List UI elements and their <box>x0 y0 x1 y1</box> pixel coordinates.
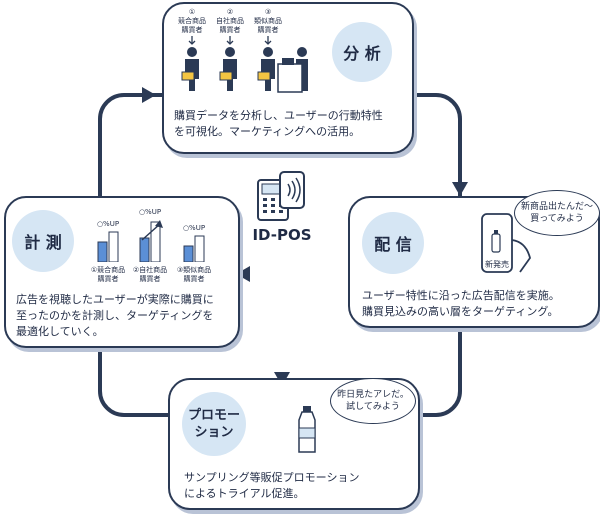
delivery-card: 配 信 新発売 新商品出たんだ～ 買ってみよう ユーザー特性に沿った広告配信を実… <box>348 190 600 328</box>
smartphone-hand-icon <box>481 213 531 273</box>
bar-2-num: ② <box>132 266 140 274</box>
delivery-desc-line1: ユーザー特性に沿った広告配信を実施。 <box>362 289 560 302</box>
buyer-group-2-line2: 購買者 <box>219 26 241 34</box>
bar-1-caption: ①競合商品 <box>86 266 130 275</box>
bar-1-shapes <box>97 231 119 262</box>
measurement-card: 計 測 ○%UP ①競合商品 購買者 ○%UP ②自社商品 購買者 ○%UP ③… <box>4 196 240 348</box>
promotion-bubble-line2: 試してみよう <box>346 402 400 412</box>
promotion-title-line2: ション <box>194 425 234 440</box>
checkout-queue-illustration <box>181 36 308 93</box>
delivery-bubble-line2: 買ってみよう <box>530 214 584 224</box>
promotion-bubble-line1: 昨日見たアレだ。 <box>337 390 409 400</box>
analysis-card: 分 析 ① 競合商品 購買者 ② 自社商品 購買者 ③ 類似商品 購買者 <box>162 2 414 154</box>
bar-3-line2: 購買者 <box>183 275 205 283</box>
new-release-label: 新発売 <box>485 260 509 269</box>
delivery-speech-bubble: 新商品出たんだ～ 買ってみよう <box>514 190 600 236</box>
analysis-desc-line1: 購買データを分析し、ユーザーの行動特性 <box>174 109 383 122</box>
analysis-desc-line2: を可視化。マーケティングへの活用。 <box>174 125 361 138</box>
arrow-to-delivery <box>452 182 468 196</box>
bar-2-shapes <box>139 220 163 262</box>
measurement-desc-line1: 広告を視聴したユーザーが実際に購買に <box>16 293 214 306</box>
id-pos-label: ID-POS <box>252 226 312 244</box>
promotion-desc-line1: サンプリング等販促プロモーション <box>184 471 360 484</box>
buyer-group-3-line2: 購買者 <box>257 26 279 34</box>
bar-3-line1: 類似商品 <box>183 266 212 274</box>
promotion-speech-bubble: 昨日見たアレだ。 試してみよう <box>330 378 416 424</box>
delivery-bubble-line1: 新商品出たんだ～ <box>520 202 593 212</box>
bar-3-shapes <box>183 235 205 262</box>
buyer-group-1-line2: 購買者 <box>181 26 203 34</box>
bar-1-line1: 競合商品 <box>97 266 126 274</box>
measurement-badge: 計 測 <box>12 210 74 272</box>
bar-3-num: ③ <box>176 266 184 274</box>
pos-terminal-icon <box>257 171 305 221</box>
measurement-desc-line3: 最適化していく。 <box>16 325 104 338</box>
buyer-group-1-line1: 競合商品 <box>178 17 206 25</box>
bar-1-up-label: ○%UP <box>96 220 120 228</box>
arrow-to-analysis <box>142 87 156 103</box>
bar-2-line2: 購買者 <box>139 275 161 283</box>
analysis-title: 分 析 <box>343 44 381 63</box>
arrow-to-measurement <box>236 266 250 282</box>
buyer-group-1-num: ① <box>188 8 196 16</box>
promotion-title-line1: プロモー <box>187 408 240 423</box>
drink-bottle-icon <box>298 406 316 453</box>
delivery-desc-line2: 購買見込みの高い層をターゲティング。 <box>362 305 559 318</box>
bar-3-caption: ③類似商品 <box>172 266 216 275</box>
promotion-card: プロモー ション 昨日見たアレだ。 試してみよう サンプリング等販促プロモーショ… <box>168 378 420 510</box>
delivery-title: 配 信 <box>374 235 412 254</box>
measurement-title: 計 測 <box>24 233 62 252</box>
bar-1-num: ① <box>90 266 98 274</box>
promotion-desc-line2: によるトライアル促進。 <box>184 487 305 500</box>
bar-3-up-label: ○%UP <box>182 224 206 232</box>
bar-2-line1: 自社商品 <box>139 266 168 274</box>
bar-1-line2: 購買者 <box>97 275 119 283</box>
bar-2-caption: ②自社商品 <box>128 266 172 275</box>
measurement-desc-line2: 至ったのかを計測し、ターゲティングを <box>16 309 214 322</box>
delivery-badge: 配 信 <box>362 212 424 274</box>
bar-2-up-label: ○%UP <box>138 208 162 216</box>
analysis-badge: 分 析 <box>332 22 392 82</box>
buyer-group-2-num: ② <box>226 8 234 16</box>
buyer-group-3-num: ③ <box>264 8 272 16</box>
buyer-group-2-line1: 自社商品 <box>216 17 244 25</box>
buyer-group-3-line1: 類似商品 <box>254 17 282 25</box>
promotion-badge: プロモー ション <box>182 392 246 456</box>
